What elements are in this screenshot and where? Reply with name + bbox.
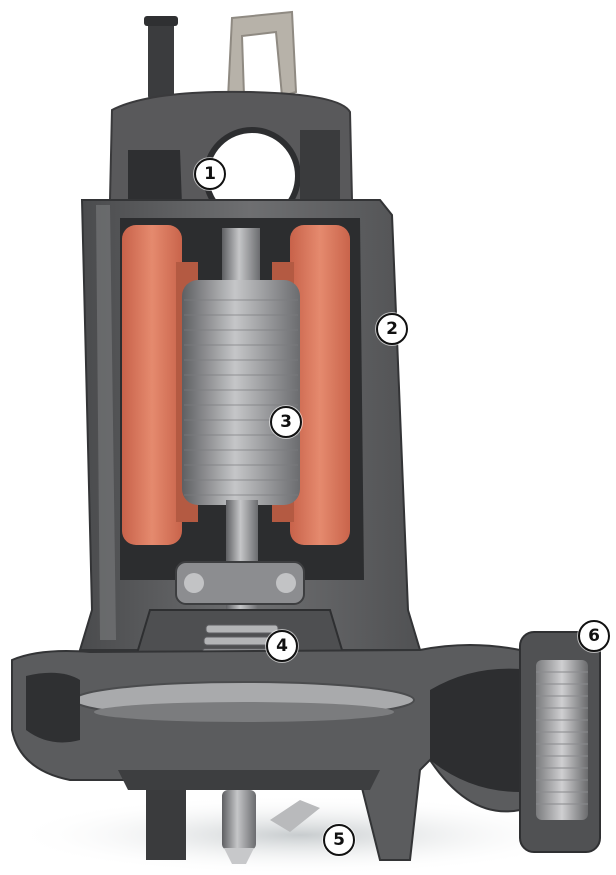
rotor	[182, 280, 300, 505]
callout-1: 1	[194, 158, 226, 190]
discharge-channel	[430, 668, 545, 792]
base-plate	[118, 770, 380, 790]
cutter-blade	[270, 800, 320, 832]
cutter-shaft	[222, 790, 256, 850]
callout-2: 2	[376, 313, 408, 345]
stator-winding-left	[122, 225, 182, 545]
callout-6: 6	[578, 620, 610, 652]
rotor-shaft-top	[222, 228, 260, 288]
lower-bearing	[175, 561, 305, 605]
inlet-chamber	[26, 672, 80, 743]
cable-entry	[148, 20, 174, 100]
support-foot	[146, 790, 186, 860]
callout-4: 4	[266, 630, 298, 662]
stator-winding-right	[290, 225, 350, 545]
callout-3: 3	[270, 406, 302, 438]
lifting-handle	[226, 10, 298, 100]
cutter-tip	[224, 848, 254, 864]
callout-5: 5	[323, 824, 355, 856]
rotor-laminations	[184, 299, 298, 496]
